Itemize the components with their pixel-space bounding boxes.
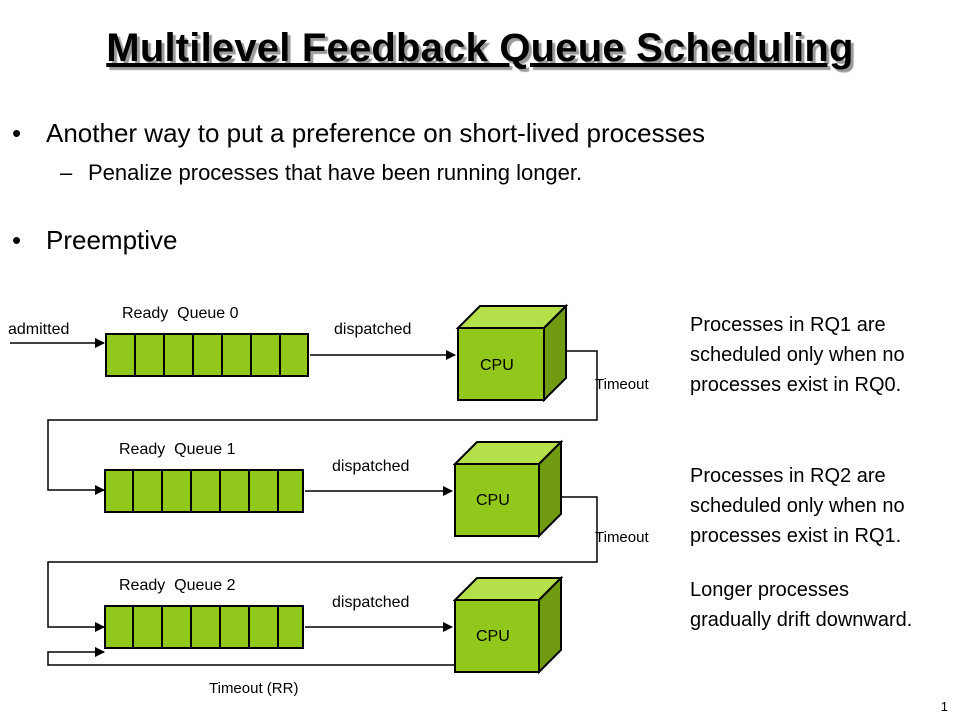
admitted-label: admitted xyxy=(8,321,70,338)
dispatched-label-2: dispatched xyxy=(332,594,410,611)
cpu-0-label: CPU xyxy=(480,357,514,374)
note-line: processes exist in RQ1. xyxy=(690,525,902,547)
timeout-arrow-1 xyxy=(47,496,598,632)
note-line: gradually drift downward. xyxy=(690,609,913,631)
note-line: scheduled only when no xyxy=(690,344,905,366)
bullet-1: • Another way to put a preference on sho… xyxy=(12,118,706,149)
bullet-2: • Preemptive xyxy=(12,225,178,256)
timeout-arrow-0 xyxy=(47,350,598,495)
page-number: 1 xyxy=(940,699,948,714)
bullet-dot: • xyxy=(12,118,22,148)
ready-queue-1 xyxy=(104,469,304,513)
cpu-0 xyxy=(455,303,569,403)
bullet-1-text: Another way to put a preference on short… xyxy=(46,118,706,148)
queue-2-label: Ready Queue 2 xyxy=(119,577,236,594)
dispatched-label-0: dispatched xyxy=(334,321,412,338)
timeout-label-1: Timeout xyxy=(595,529,649,546)
cpu-1-label: CPU xyxy=(476,492,510,509)
sub-bullet-1: – Penalize processes that have been runn… xyxy=(60,160,583,186)
note-drift: Longer processes gradually drift downwar… xyxy=(690,575,912,635)
note-line: Processes in RQ1 are xyxy=(690,314,886,336)
ready-queue-0 xyxy=(105,333,309,377)
queue-0-label: Ready Queue 0 xyxy=(122,305,239,322)
timeout-rr-arrow xyxy=(47,647,455,666)
note-line: Longer processes xyxy=(690,579,849,601)
timeout-label-0: Timeout xyxy=(595,376,649,393)
note-rq1: Processes in RQ1 are scheduled only when… xyxy=(690,310,905,400)
note-rq2: Processes in RQ2 are scheduled only when… xyxy=(690,461,905,551)
note-line: scheduled only when no xyxy=(690,495,905,517)
timeout-rr-label: Timeout (RR) xyxy=(209,680,299,697)
note-line: processes exist in RQ0. xyxy=(690,374,902,396)
slide-title: Multilevel Feedback Queue Scheduling xyxy=(106,26,854,70)
bullet-2-text: Preemptive xyxy=(46,225,178,255)
sub-bullet-1-text: Penalize processes that have been runnin… xyxy=(88,160,583,185)
queue-1-label: Ready Queue 1 xyxy=(119,441,236,458)
dispatched-label-1: dispatched xyxy=(332,458,410,475)
bullet-dot: • xyxy=(12,225,22,255)
cpu-1 xyxy=(452,439,564,539)
sub-bullet-dash: – xyxy=(60,160,73,185)
cpu-2 xyxy=(452,575,564,675)
ready-queue-2 xyxy=(104,605,304,649)
cpu-2-label: CPU xyxy=(476,628,510,645)
note-line: Processes in RQ2 are xyxy=(690,465,886,487)
